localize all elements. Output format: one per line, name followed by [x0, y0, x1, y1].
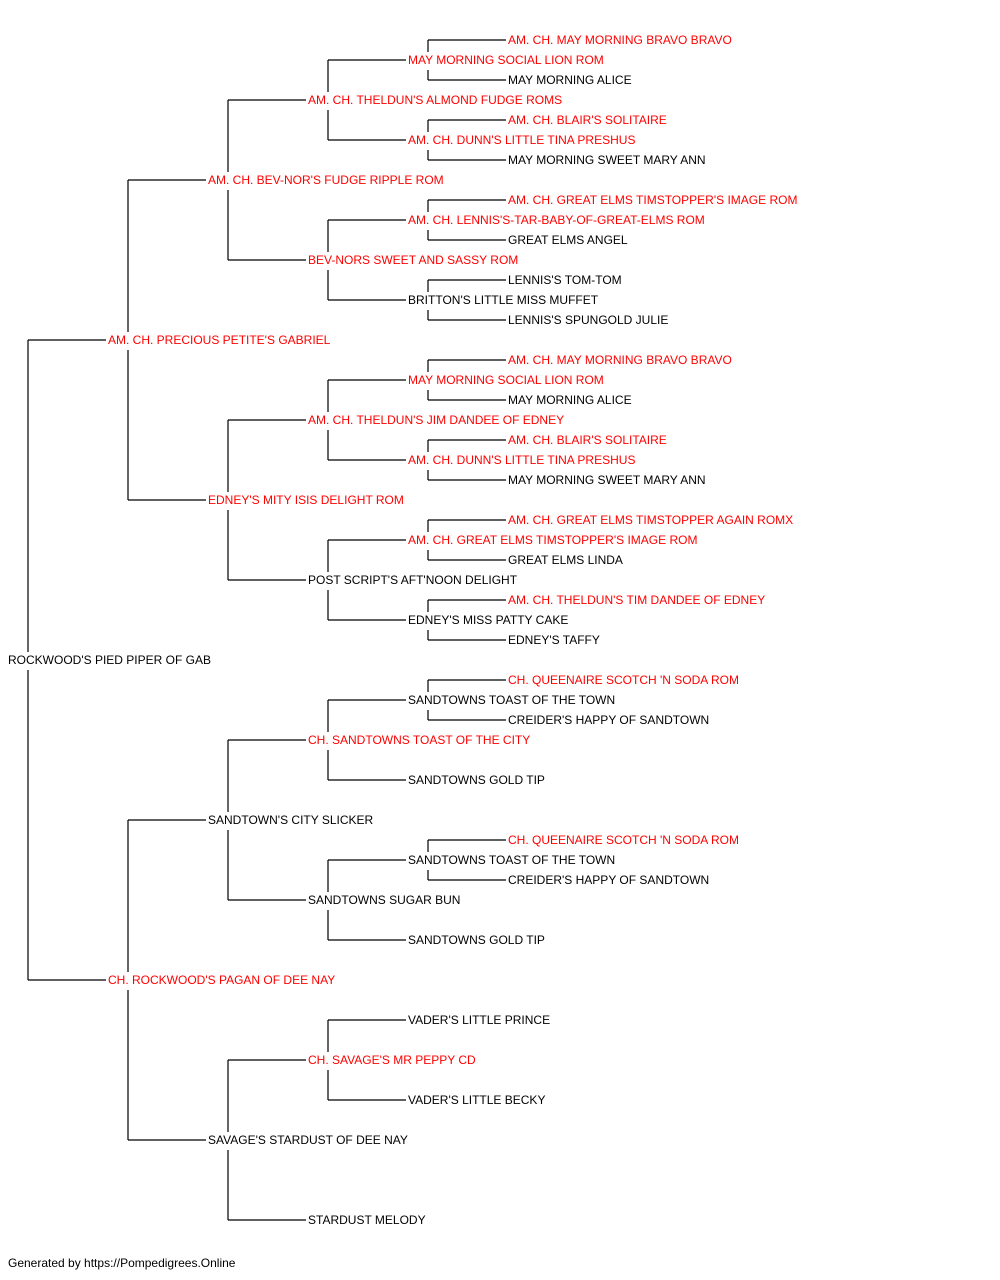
dog-name-gen5: AM. CH. BLAIR'S SOLITAIRE	[508, 113, 667, 127]
dog-name-gen5: CH. QUEENAIRE SCOTCH 'N SODA ROM	[508, 833, 739, 847]
dog-name-gen4: EDNEY'S MISS PATTY CAKE	[408, 613, 568, 627]
dog-name-gen5: GREAT ELMS LINDA	[508, 553, 623, 567]
dog-name-gen4: AM. CH. DUNN'S LITTLE TINA PRESHUS	[408, 453, 635, 467]
dog-name-gen5: CREIDER'S HAPPY OF SANDTOWN	[508, 873, 709, 887]
dog-name-gen4: MAY MORNING SOCIAL LION ROM	[408, 53, 604, 67]
dog-name-gen3: AM. CH. THELDUN'S JIM DANDEE OF EDNEY	[308, 413, 564, 427]
dog-name-gen5: AM. CH. THELDUN'S TIM DANDEE OF EDNEY	[508, 593, 765, 607]
dog-name-gen4: AM. CH. LENNIS'S-TAR-BABY-OF-GREAT-ELMS …	[408, 213, 705, 227]
dog-name-gen5: LENNIS'S SPUNGOLD JULIE	[508, 313, 668, 327]
dog-name-gen5: MAY MORNING SWEET MARY ANN	[508, 153, 706, 167]
dog-name-gen5: AM. CH. MAY MORNING BRAVO BRAVO	[508, 33, 732, 47]
dog-name-gen4: SANDTOWNS GOLD TIP	[408, 773, 545, 787]
dog-name-gen4: VADER'S LITTLE BECKY	[408, 1093, 545, 1107]
dog-name-gen5: LENNIS'S TOM-TOM	[508, 273, 622, 287]
dog-name-gen2: SAVAGE'S STARDUST OF DEE NAY	[208, 1133, 408, 1147]
dog-name-gen3: POST SCRIPT'S AFT'NOON DELIGHT	[308, 573, 518, 587]
dog-name-gen5: CH. QUEENAIRE SCOTCH 'N SODA ROM	[508, 673, 739, 687]
dog-name-gen4: BRITTON'S LITTLE MISS MUFFET	[408, 293, 599, 307]
dog-name-gen5: MAY MORNING SWEET MARY ANN	[508, 473, 706, 487]
dog-name-gen5: AM. CH. MAY MORNING BRAVO BRAVO	[508, 353, 732, 367]
dog-name-gen5: MAY MORNING ALICE	[508, 73, 632, 87]
footer-credit: Generated by https://Pompedigrees.Online	[8, 1256, 236, 1270]
dog-name-gen5: CREIDER'S HAPPY OF SANDTOWN	[508, 713, 709, 727]
dog-name-gen1: AM. CH. PRECIOUS PETITE'S GABRIEL	[108, 333, 331, 347]
dog-name-gen5: AM. CH. GREAT ELMS TIMSTOPPER AGAIN ROMX	[508, 513, 793, 527]
dog-name-gen3: SANDTOWNS SUGAR BUN	[308, 893, 460, 907]
dog-name-gen5: EDNEY'S TAFFY	[508, 633, 600, 647]
dog-name-gen2: EDNEY'S MITY ISIS DELIGHT ROM	[208, 493, 404, 507]
dog-name-gen5: AM. CH. GREAT ELMS TIMSTOPPER'S IMAGE RO…	[508, 193, 797, 207]
dog-name-gen5: GREAT ELMS ANGEL	[508, 233, 628, 247]
dog-name-gen3: BEV-NORS SWEET AND SASSY ROM	[308, 253, 518, 267]
dog-name-gen3: STARDUST MELODY	[308, 1213, 426, 1227]
dog-name-gen3: CH. SAVAGE'S MR PEPPY CD	[308, 1053, 476, 1067]
dog-name-gen4: VADER'S LITTLE PRINCE	[408, 1013, 550, 1027]
dog-name-gen5: AM. CH. BLAIR'S SOLITAIRE	[508, 433, 667, 447]
connector-lines	[27, 39, 506, 1221]
dog-name-gen1: CH. ROCKWOOD'S PAGAN OF DEE NAY	[108, 973, 335, 987]
dog-name-gen3: AM. CH. THELDUN'S ALMOND FUDGE ROMS	[308, 93, 562, 107]
dog-name-gen2: SANDTOWN'S CITY SLICKER	[208, 813, 374, 827]
name-labels: ROCKWOOD'S PIED PIPER OF GAB AM. CH. PREC…	[8, 33, 797, 1227]
dog-name-gen3: CH. SANDTOWNS TOAST OF THE CITY	[308, 733, 530, 747]
dog-name-gen4: SANDTOWNS GOLD TIP	[408, 933, 545, 947]
dog-name-gen4: AM. CH. DUNN'S LITTLE TINA PRESHUS	[408, 133, 635, 147]
dog-name-gen5: MAY MORNING ALICE	[508, 393, 632, 407]
dog-name-gen4: SANDTOWNS TOAST OF THE TOWN	[408, 693, 615, 707]
dog-name-gen4: AM. CH. GREAT ELMS TIMSTOPPER'S IMAGE RO…	[408, 533, 697, 547]
dog-name-gen0: ROCKWOOD'S PIED PIPER OF GAB	[8, 653, 211, 667]
dog-name-gen2: AM. CH. BEV-NOR'S FUDGE RIPPLE ROM	[208, 173, 444, 187]
dog-name-gen4: MAY MORNING SOCIAL LION ROM	[408, 373, 604, 387]
dog-name-gen4: SANDTOWNS TOAST OF THE TOWN	[408, 853, 615, 867]
